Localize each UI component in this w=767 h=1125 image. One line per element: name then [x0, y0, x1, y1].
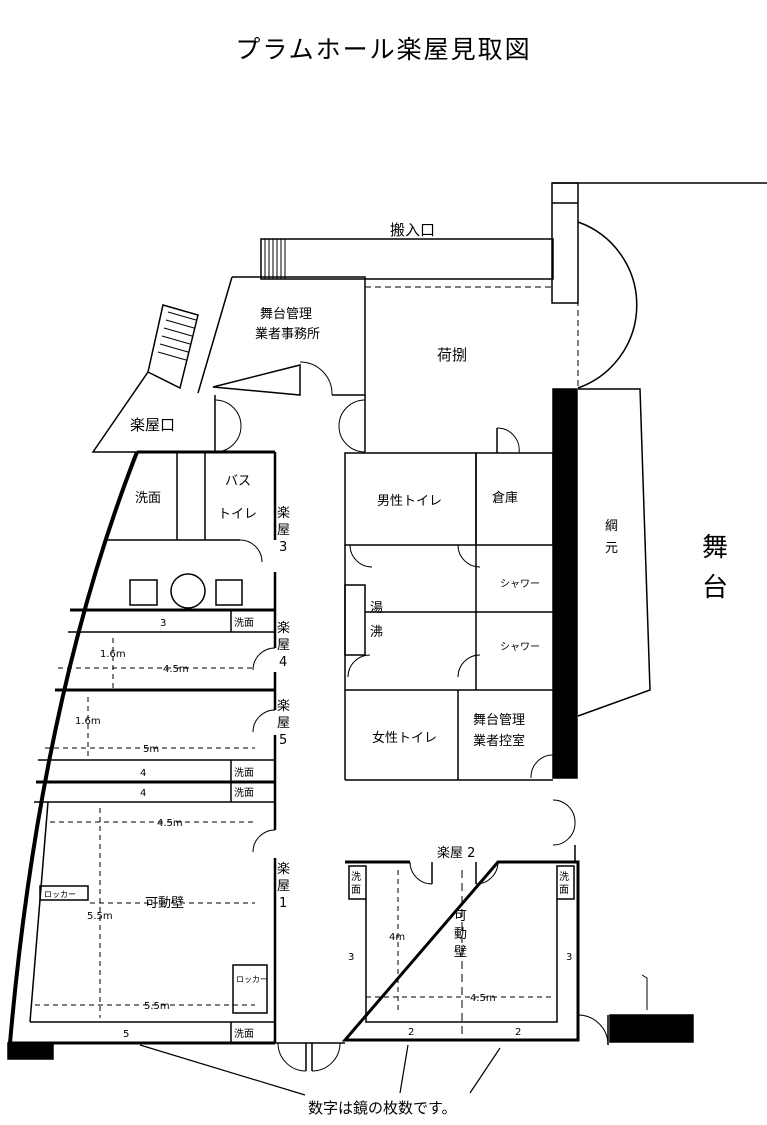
- label-women-toilet: 女性トイレ: [372, 730, 437, 746]
- mirror-count-room2-right: 3: [566, 952, 572, 963]
- label-sink-2a-1: 洗: [351, 871, 361, 883]
- stage-door-arc: [577, 221, 638, 389]
- fixture-square-1: [129, 579, 158, 606]
- label-room5-c: 5: [279, 733, 287, 748]
- mirror-count-room1a: 4: [140, 788, 146, 799]
- label-office-line1: 舞台管理: [260, 307, 312, 322]
- dim-room5-width: 1.6m: [75, 716, 101, 727]
- label-movable-wall-room1: 可動壁: [145, 896, 184, 911]
- stage-block-bottom: [609, 1014, 694, 1043]
- label-room4-c: 4: [279, 655, 287, 670]
- locker-2: [232, 964, 268, 1014]
- label-room3-b: 屋: [277, 523, 290, 538]
- label-control-2: 業者控室: [473, 733, 525, 749]
- room2-sink-left: [348, 865, 367, 900]
- storage-room: [475, 452, 554, 546]
- dim-room2-width: 4.5m: [470, 993, 496, 1004]
- label-stage-2: 台: [702, 573, 728, 603]
- label-fly-2: 元: [605, 541, 618, 556]
- label-locker-2: ロッカー: [236, 975, 268, 984]
- mirror-count-room2-left: 3: [348, 952, 354, 963]
- label-toilet: トイレ: [218, 507, 257, 522]
- label-movable-wall-2a: 可: [454, 909, 467, 924]
- backstage-entrance-outline: [91, 371, 215, 453]
- label-room1-b: 屋: [277, 879, 290, 894]
- mirror-count-room5: 4: [140, 768, 146, 779]
- office-outline: [212, 276, 366, 396]
- dim-room2-height: 4m: [389, 932, 405, 943]
- fixture-square-2: [215, 579, 243, 606]
- label-bath: バス: [225, 474, 251, 489]
- label-sink-1b: 洗面: [234, 1028, 254, 1040]
- curved-outer-wall: [8, 451, 139, 1044]
- room2-sink-right: [556, 865, 575, 900]
- fly-gallery: [577, 388, 651, 717]
- dim-room4-width: 1.6m: [100, 649, 126, 660]
- mirror-count-room1b: 5: [123, 1029, 129, 1040]
- label-room5-a: 楽: [277, 698, 290, 714]
- label-stage-1: 舞: [702, 533, 728, 563]
- label-room4-b: 屋: [277, 638, 290, 653]
- label-loading-area: 荷捌: [437, 346, 467, 364]
- stage-pillar: [551, 182, 579, 304]
- label-room3-a: 楽: [277, 505, 290, 521]
- label-shower-1: シャワー: [500, 579, 540, 590]
- dim-room1-height: 5.5m: [87, 911, 113, 922]
- label-room2: 楽屋 2: [437, 845, 475, 861]
- label-room5-b: 屋: [277, 716, 290, 731]
- label-loading-entrance: 搬入口: [390, 221, 435, 239]
- label-room3-sink: 洗面: [135, 491, 161, 506]
- room2-outline: [341, 860, 580, 1042]
- boiler-box: [344, 584, 366, 656]
- side-stairs: [147, 304, 199, 390]
- stage-wall: [552, 388, 578, 779]
- label-boiler-2: 沸: [370, 625, 383, 640]
- locker-1: [39, 885, 89, 901]
- label-locker-1: ロッカー: [44, 890, 76, 899]
- label-sink-2a-2: 面: [351, 885, 361, 896]
- label-movable-wall-2c: 壁: [454, 945, 467, 960]
- dim-room1-top: 4.5m: [157, 818, 183, 829]
- corner-block: [7, 1042, 54, 1060]
- label-room4-a: 楽: [277, 620, 290, 636]
- label-room1-c: 1: [279, 896, 287, 911]
- loading-entrance: [260, 238, 554, 280]
- label-men-toilet: 男性トイレ: [377, 494, 442, 509]
- note-mirror-count: 数字は鏡の枚数です。: [308, 1099, 457, 1117]
- label-sink-2b-2: 面: [559, 885, 569, 896]
- page-title: プラムホール楽屋見取図: [235, 35, 532, 64]
- mirror-count-room2-bottom-b: 2: [515, 1027, 521, 1038]
- label-sink-5: 洗面: [234, 767, 254, 779]
- label-control-1: 舞台管理: [473, 713, 525, 728]
- label-fly-1: 綱: [605, 519, 618, 534]
- dim-room1-bottom: 5.5m: [144, 1001, 170, 1012]
- label-room1-a: 楽: [277, 861, 290, 877]
- label-boiler-1: 湯: [370, 601, 383, 616]
- mirror-count-room2-bottom-a: 2: [408, 1027, 414, 1038]
- mirror-count-room4: 3: [160, 618, 166, 629]
- dim-room4-length: 4.5m: [163, 664, 189, 675]
- label-office-line2: 業者事務所: [255, 326, 320, 342]
- label-sink-1a: 洗面: [234, 787, 254, 799]
- label-sink-2b-1: 洗: [559, 871, 569, 883]
- label-movable-wall-2b: 動: [454, 927, 467, 942]
- dim-room5-length: 5m: [143, 744, 159, 755]
- fixture-circle: [170, 573, 206, 609]
- label-backstage-entrance: 楽屋口: [130, 416, 175, 434]
- label-storage: 倉庫: [492, 491, 518, 506]
- label-sink-4: 洗面: [234, 617, 254, 629]
- label-room3-c: 3: [279, 540, 287, 555]
- label-shower-2: シャワー: [500, 642, 540, 653]
